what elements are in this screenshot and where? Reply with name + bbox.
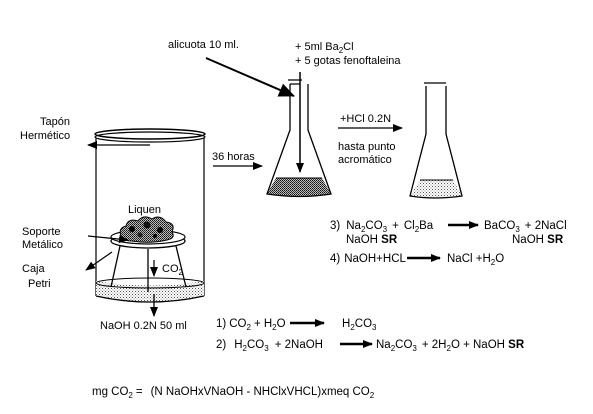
tapon-label-line2: Hermético <box>20 130 70 142</box>
naoh-label: NaOH 0.2N 50 ml <box>100 320 187 332</box>
svg-text:4)NaOH+HCL: 4)NaOH+HCL <box>330 253 407 265</box>
jar-lid <box>94 128 206 140</box>
lichen <box>119 216 174 243</box>
flask-2-liquid <box>410 180 462 198</box>
svg-text:1)CO2+ H2O: 1)CO2+ H2O <box>216 318 286 332</box>
svg-text:mg CO2=(N NaOHxVNaOH - NHClx: mg CO2=(N NaOHxVNaOH - NHClxVHCL)xmeq CO… <box>92 386 375 400</box>
liquen-label: Liquen <box>128 204 161 216</box>
tapon-label-line1: Tapón <box>40 116 70 128</box>
flask-1-liquid <box>267 178 331 197</box>
svg-text:H2CO3: H2CO3 <box>342 318 377 332</box>
arrow-icon <box>205 57 295 97</box>
caja-label-line2: Petri <box>28 278 51 290</box>
hours-label: 36 horas <box>212 151 255 163</box>
reaction-4: 4)NaOH+HCL NaCl +H2O <box>330 253 504 267</box>
naoh-liquid <box>96 281 204 302</box>
reaction-2: 2)H2CO3+ 2NaOH Na2CO3+ 2H2O + NaOH SR <box>216 339 525 353</box>
arrow-icon <box>85 251 113 271</box>
reaction-3: 3)Na2CO3+Cl2Ba BaCO3+ 2NaCl NaOH SR NaOH… <box>330 220 567 246</box>
arrows <box>85 57 479 348</box>
svg-text:2)H2CO3+ 2NaOH: 2)H2CO3+ 2NaOH <box>216 339 323 353</box>
svg-text:3)Na2CO3+Cl2Ba: 3)Na2CO3+Cl2Ba <box>330 220 434 234</box>
aliquot-label: alicuota 10 ml. <box>168 39 239 51</box>
caja-label-line1: Caja <box>22 263 46 275</box>
hcl-label-line2: hasta punto <box>338 141 396 153</box>
co2-formula: mg CO2=(N NaOHxVNaOH - NHClxVHCL)xmeq CO… <box>92 386 375 400</box>
svg-text:NaOH SR: NaOH SR <box>512 234 564 246</box>
svg-text:NaOH SR: NaOH SR <box>346 234 398 246</box>
reagent-phenolphthalein-label: + 5 gotas fenoftaleina <box>295 55 401 67</box>
sealed-jar <box>94 128 206 303</box>
reagent-bacl-label: + 5ml Ba2Cl <box>295 41 354 55</box>
arrow-icon <box>87 235 129 244</box>
svg-text:NaCl +H2O: NaCl +H2O <box>447 253 504 267</box>
soporte-label-line1: Soporte <box>22 226 61 238</box>
hcl-label-line1: +HCl 0.2N <box>340 113 391 125</box>
co2-label: CO2 <box>162 263 184 277</box>
reaction-1: 1)CO2+ H2O H2CO3 <box>216 318 377 332</box>
flask-icon <box>266 79 332 198</box>
hcl-label-line3: acromático <box>338 154 392 166</box>
soporte-label-line2: Metálico <box>22 239 63 251</box>
svg-text:BaCO3+ 2NaCl: BaCO3+ 2NaCl <box>484 220 567 234</box>
flask-icon <box>409 82 463 199</box>
svg-text:Na2CO3+ 2H2O + NaOH SR: Na2CO3+ 2H2O + NaOH SR <box>376 339 525 353</box>
